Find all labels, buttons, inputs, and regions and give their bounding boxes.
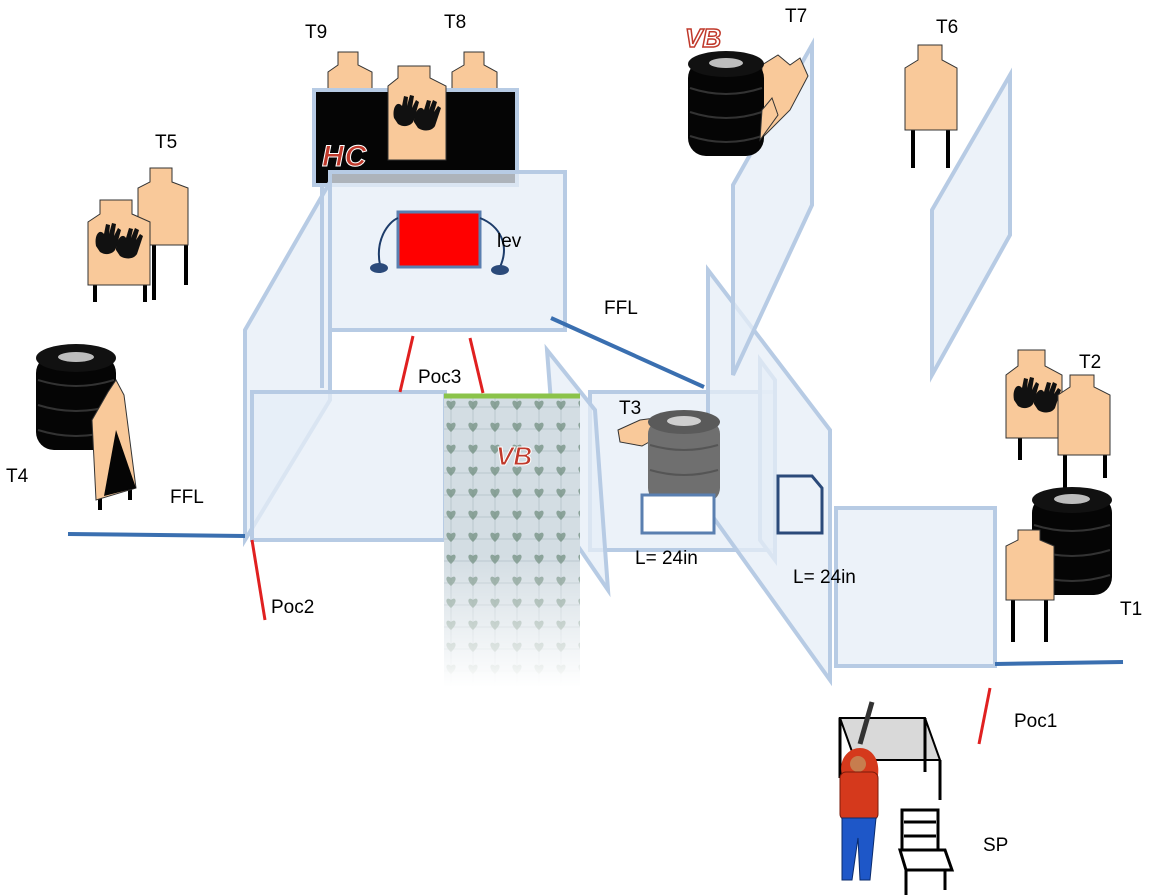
contact-label-poc1: Poc1 [1014,711,1057,732]
target-label-t7: T7 [785,6,807,27]
target-t2 [1005,349,1111,492]
barrel-icon [648,410,720,502]
target-label-t4: T4 [6,466,29,487]
central-walls [243,37,1012,687]
target-label-t9: T9 [305,22,327,43]
target-label-t2: T2 [1079,352,1101,373]
port-length-label-side: L= 24in [793,567,856,588]
contact-line-poc1 [977,687,992,745]
target-label-t8: T8 [444,12,466,33]
target-t3 [617,410,720,535]
target-label-t6: T6 [936,17,958,38]
contact-label-poc2: Poc2 [271,597,314,618]
port-length-label-window: L= 24in [635,548,698,569]
contact-line-poc3-right [468,337,485,394]
fault-line-label-center: FFL [604,298,638,319]
fault-line-center [550,316,705,389]
no-shoot-hands-icon [1013,377,1061,413]
fault-line-label-left: FFL [170,487,204,508]
vision-barrier-tag-mesh: VB [496,441,532,471]
shooter-figure [839,701,879,881]
start-position-chair [897,808,955,895]
target-label-t5: T5 [155,132,177,153]
contact-line-poc3-left [398,335,415,393]
vision-barrier-tag-top: VB [685,23,721,53]
mesh-vision-barrier: VB [444,393,580,687]
target-label-t3: T3 [619,398,641,419]
fault-line-right [994,660,1124,666]
no-shoot-hands-icon [95,223,143,259]
target-t5 [87,167,189,302]
hard-cover-target-group: HC [312,51,519,187]
start-position-label: SP [983,835,1008,856]
lever-label: lev [497,231,522,252]
hard-cover-tag: HC [322,140,368,173]
side-port [776,474,824,535]
target-label-t1: T1 [1120,599,1142,620]
contact-label-poc3: Poc3 [418,367,461,388]
target-t6 [904,44,958,168]
lever-activator [370,210,509,275]
window-port [640,493,716,535]
no-shoot-hands-icon [393,95,441,131]
tire-stack-icon [688,51,764,156]
target-t4 [36,344,137,510]
contact-line-poc2 [250,539,267,621]
fault-line-left [67,532,246,538]
target-t7: VB [684,22,809,156]
target-t1 [1005,487,1112,642]
